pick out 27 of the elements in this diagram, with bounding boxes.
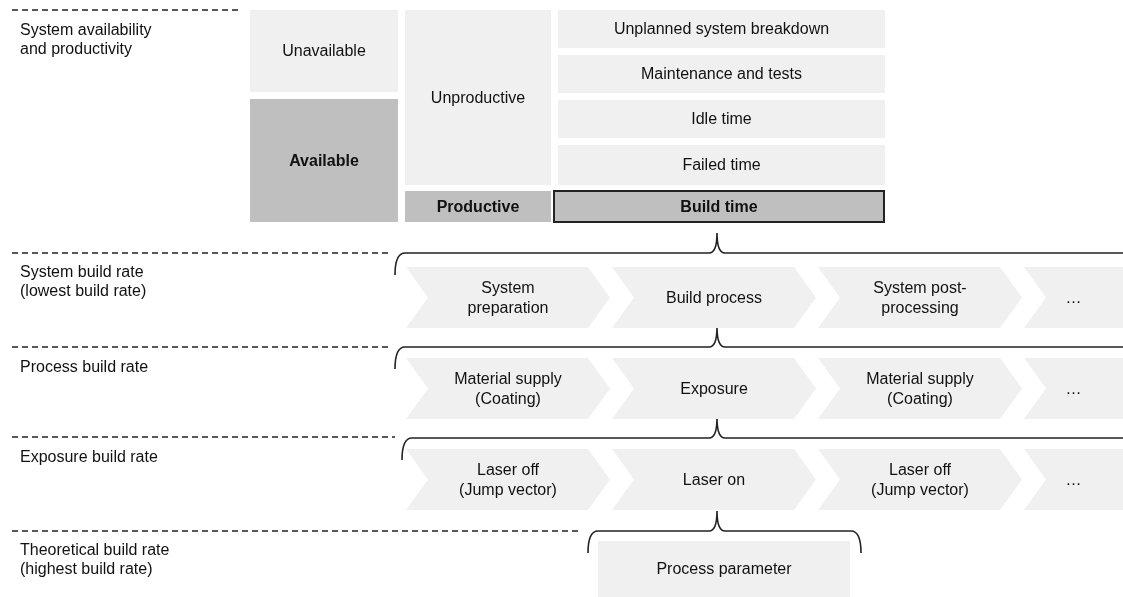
- process-step: …: [1024, 267, 1123, 328]
- process-step: …: [1024, 449, 1123, 510]
- row-label: System availability and productivity: [20, 20, 153, 59]
- row-label: Process build rate: [20, 357, 150, 377]
- time-category-box: Unavailable: [250, 10, 398, 92]
- row-label: Theoretical build rate (highest build rate): [20, 540, 171, 579]
- process-step: Material supply (Coating): [406, 358, 610, 419]
- process-step: Laser off (Jump vector): [406, 449, 610, 510]
- time-category-box: Productive: [405, 191, 551, 222]
- row-label: System build rate (lowest build rate): [20, 262, 148, 301]
- time-category-box: Idle time: [558, 100, 885, 138]
- time-category-box: Unproductive: [405, 10, 551, 185]
- process-step: Laser off (Jump vector): [818, 449, 1022, 510]
- time-category-box: Available: [250, 99, 398, 222]
- process-step: Exposure: [612, 358, 816, 419]
- process-step: System post-processing: [818, 267, 1022, 328]
- time-category-box: Unplanned system breakdown: [558, 10, 885, 48]
- time-category-box: Maintenance and tests: [558, 55, 885, 93]
- process-step: Build process: [612, 267, 816, 328]
- process-step: …: [1024, 358, 1123, 419]
- time-category-box: Failed time: [558, 145, 885, 185]
- process-step: System preparation: [406, 267, 610, 328]
- process-step: Laser on: [612, 449, 816, 510]
- time-category-box: Process parameter: [598, 541, 850, 597]
- row-label: Exposure build rate: [20, 447, 159, 467]
- time-category-box: Build time: [553, 190, 885, 223]
- process-step: Material supply (Coating): [818, 358, 1022, 419]
